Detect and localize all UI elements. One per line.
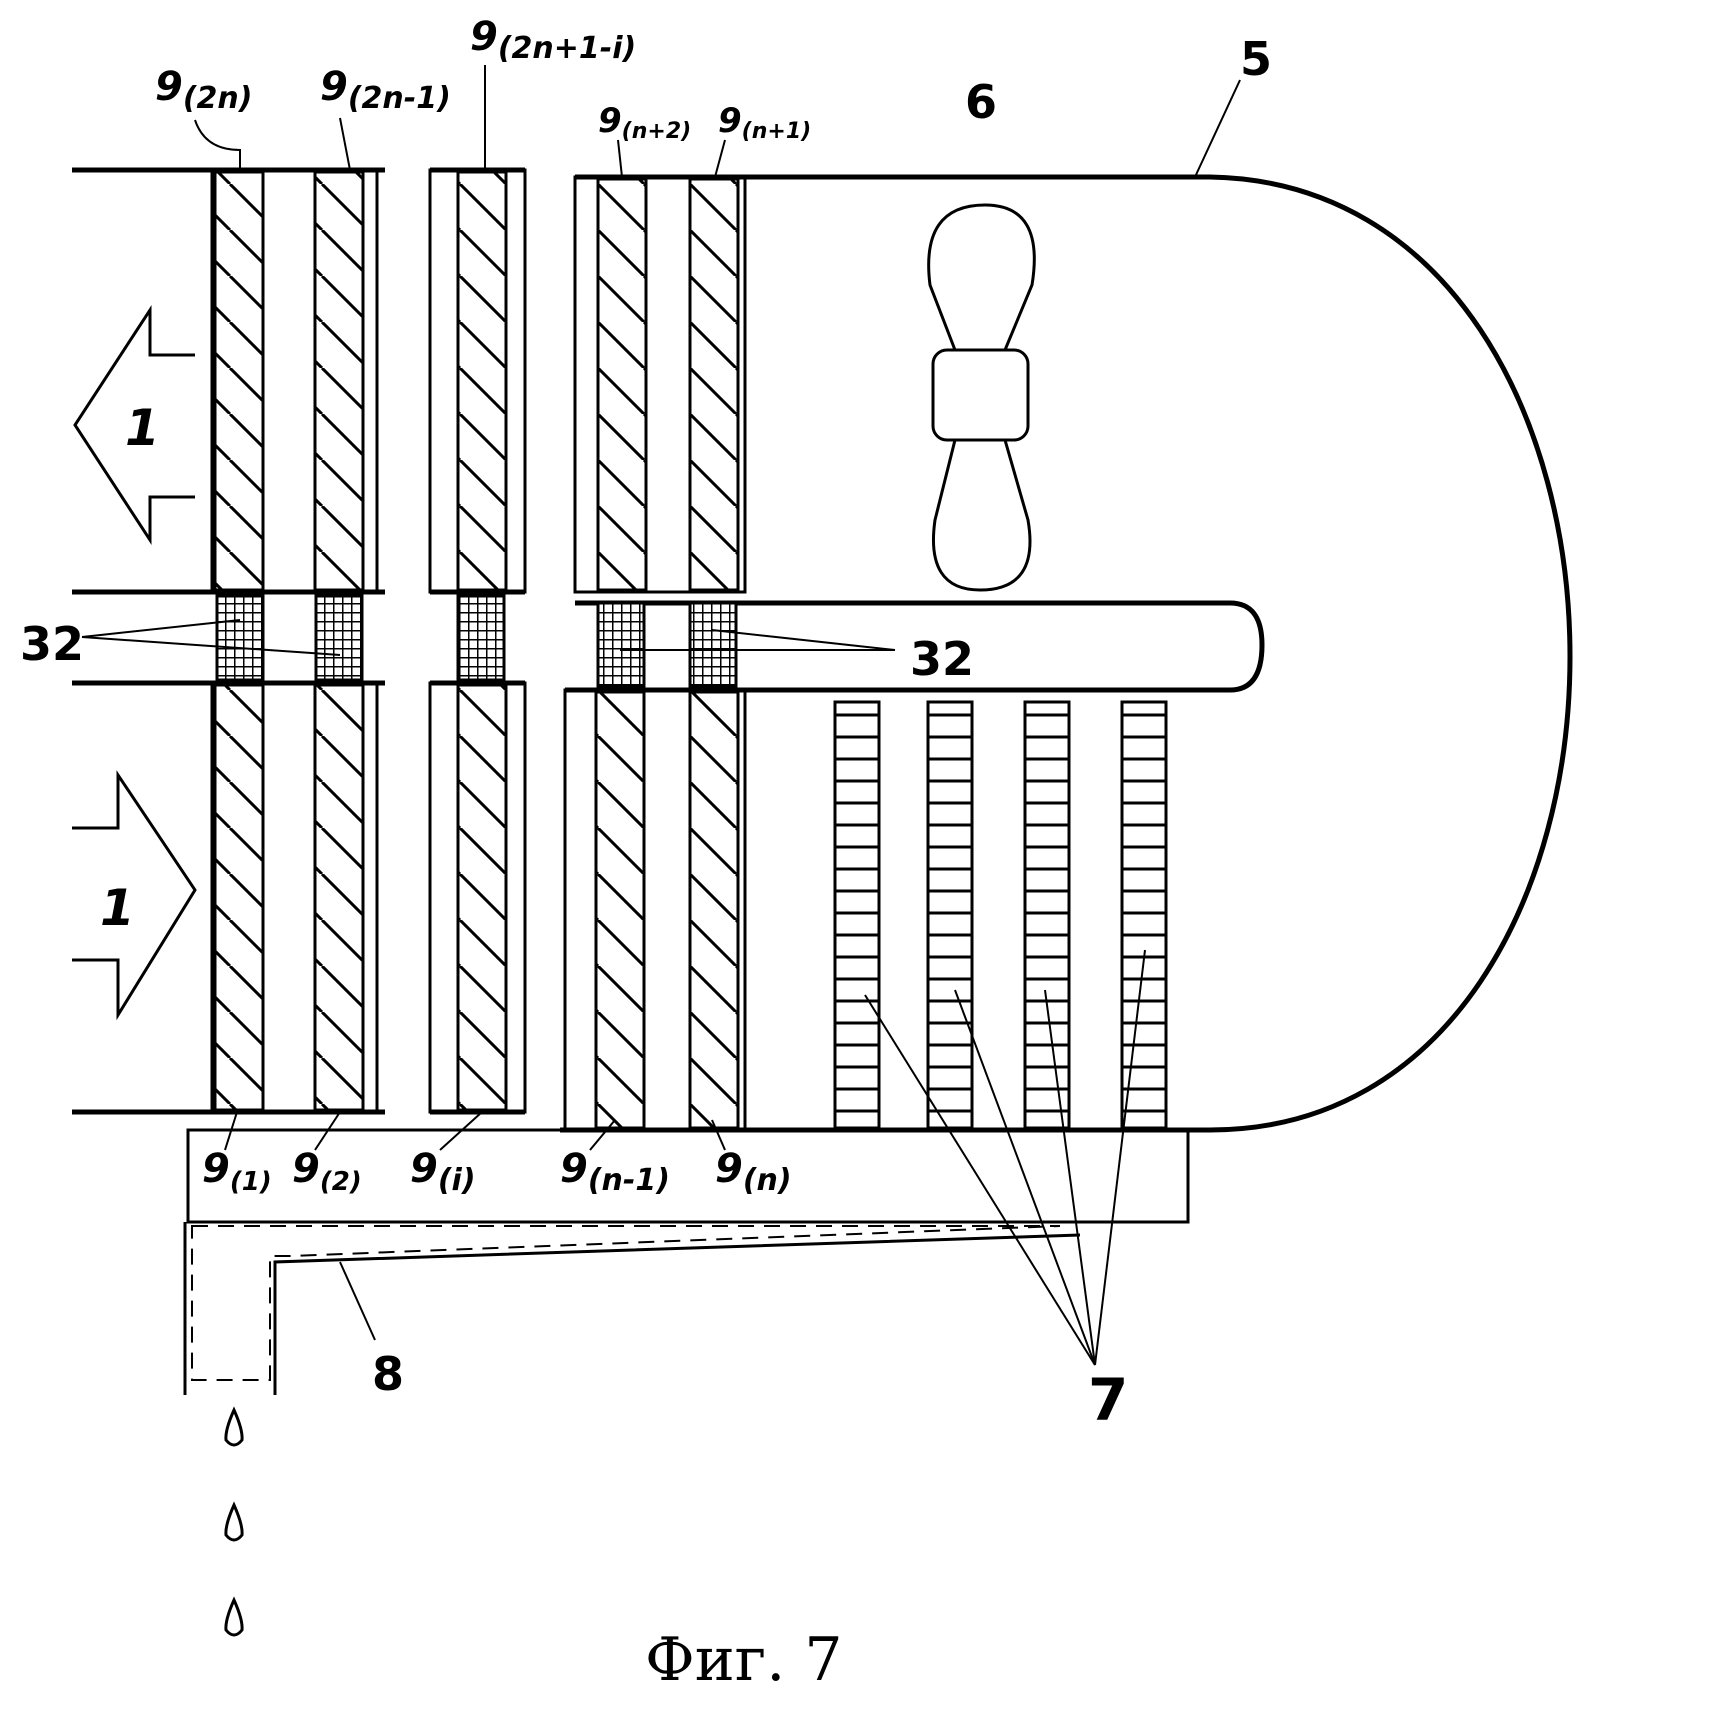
ref-fan-6: 6 bbox=[965, 75, 997, 129]
plate-group-middle bbox=[428, 168, 527, 1114]
ref-seal-32-right: 32 bbox=[910, 632, 974, 686]
seal-32-d bbox=[596, 601, 646, 689]
plate-label-n-1: 9(n-1) bbox=[560, 1146, 670, 1198]
drop-icon bbox=[224, 1501, 244, 1542]
inflow-arrow-icon bbox=[72, 770, 197, 1021]
plate-group-left bbox=[210, 168, 379, 1114]
cooling-coils bbox=[833, 700, 1168, 1130]
ref-seal-32-left: 32 bbox=[20, 617, 84, 671]
plate-label-2n1-i: 9(2n+1-i) bbox=[470, 14, 636, 66]
leader-lines bbox=[81, 65, 1241, 1366]
fan-icon bbox=[927, 203, 1036, 592]
drain-tray bbox=[183, 1128, 1190, 1637]
housing-outline bbox=[560, 174, 1573, 1133]
plate-label-n2: 9(n+2) bbox=[598, 101, 691, 144]
drop-icon bbox=[224, 1596, 244, 1637]
ref-coils-7: 7 bbox=[1088, 1366, 1128, 1434]
plate-label-n: 9(n) bbox=[715, 1146, 792, 1198]
seal-32-c bbox=[456, 594, 506, 682]
ref-flow-out-1: 1 bbox=[125, 399, 160, 457]
plate-label-n1: 9(n+1) bbox=[718, 101, 811, 144]
plate-label-2: 9(2) bbox=[292, 1146, 362, 1197]
ref-drain-8: 8 bbox=[372, 1347, 404, 1401]
seal-32-a bbox=[215, 594, 265, 682]
plate-label-i: 9(i) bbox=[410, 1146, 476, 1198]
outflow-arrow-icon bbox=[73, 304, 195, 546]
plate-label-2n: 9(2n) bbox=[155, 64, 253, 116]
drop-icon bbox=[224, 1406, 244, 1447]
figure-caption: Фиг. 7 bbox=[645, 1625, 843, 1695]
ref-housing-5: 5 bbox=[1240, 32, 1272, 86]
plate-label-2n-1: 9(2n-1) bbox=[320, 64, 451, 116]
seal-32-b bbox=[314, 594, 364, 682]
seal-32-e bbox=[688, 601, 738, 689]
partition-wall bbox=[565, 600, 1265, 693]
ref-flow-in-1: 1 bbox=[100, 879, 135, 937]
plate-group-right bbox=[563, 175, 747, 1132]
plate-label-1: 9(1) bbox=[202, 1146, 272, 1197]
